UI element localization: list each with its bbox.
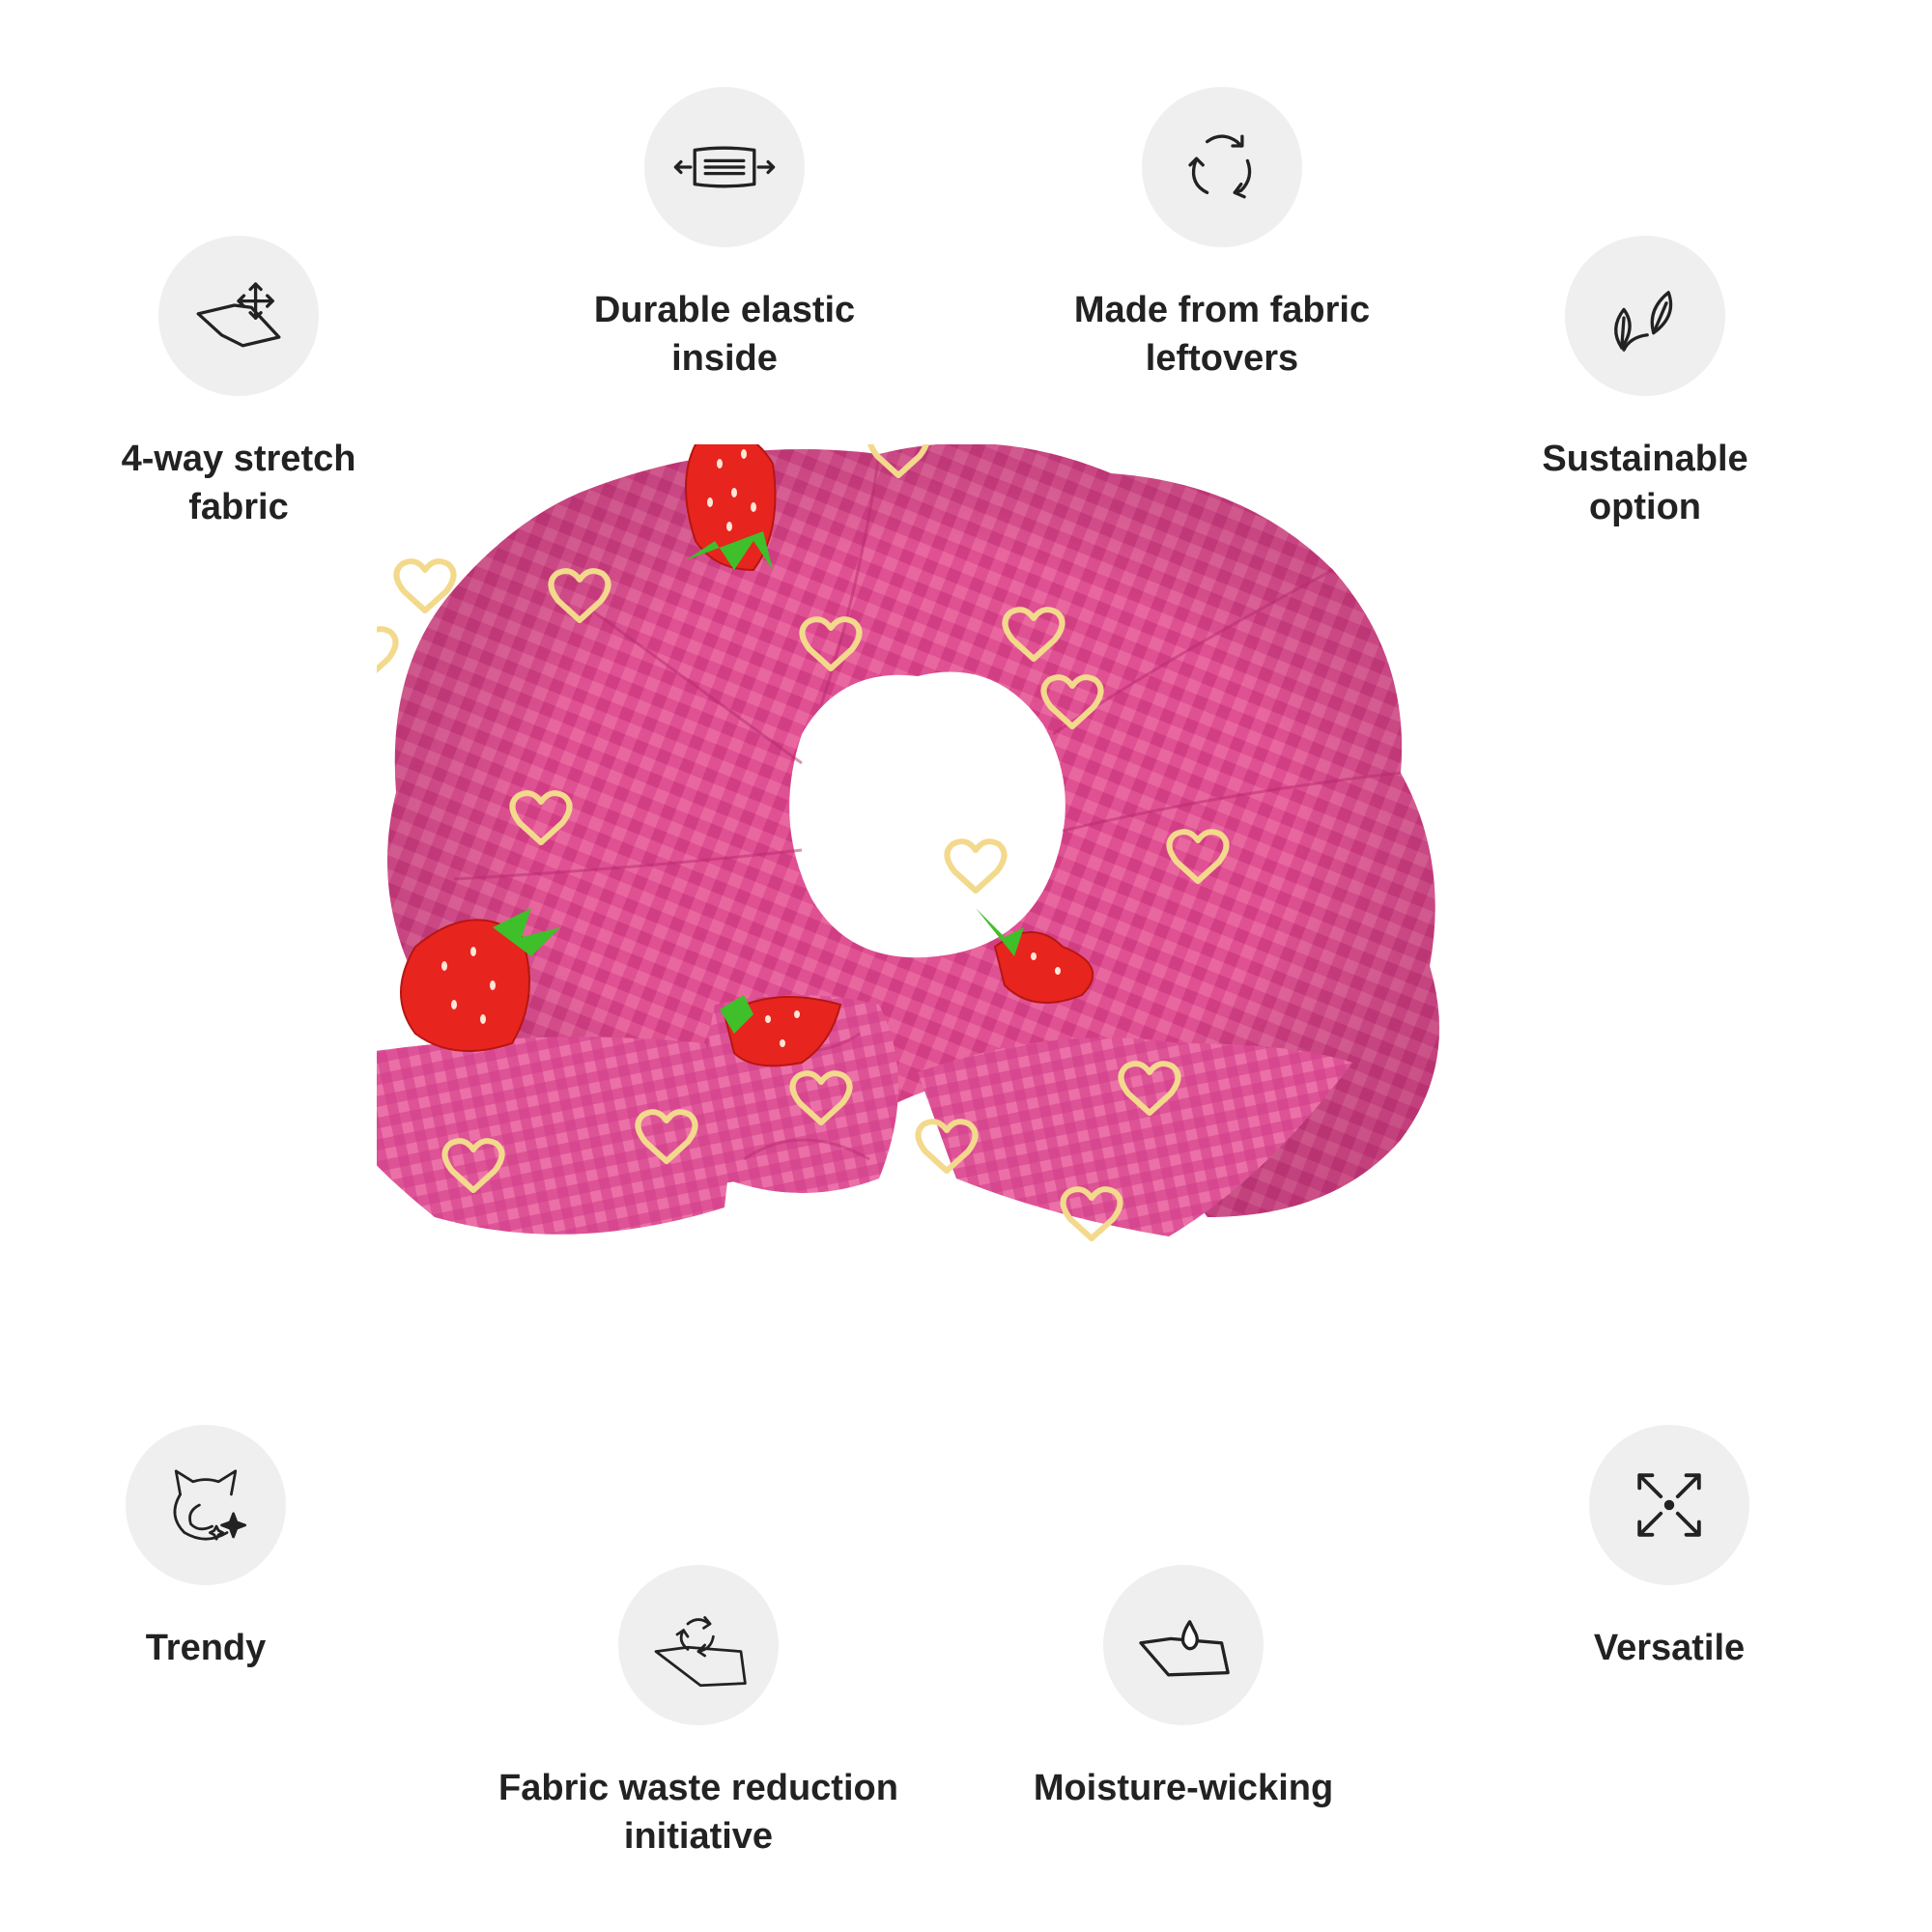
feature-trendy: Trendy xyxy=(109,1425,302,1672)
four-way-stretch-icon xyxy=(158,236,319,396)
leaves-icon xyxy=(1565,236,1725,396)
feature-versatile: Versatile xyxy=(1573,1425,1766,1672)
feature-label: Moisture-wicking xyxy=(1033,1768,1334,1808)
feature-label: Versatile xyxy=(1593,1628,1746,1668)
feature-label: Trendy xyxy=(145,1628,267,1668)
elastic-band-icon xyxy=(644,87,805,247)
scrunchie-product-image xyxy=(377,444,1440,1241)
cat-sparkle-icon xyxy=(126,1425,286,1585)
heart-print xyxy=(377,444,1230,1241)
recycle-arrows-icon xyxy=(1142,87,1302,247)
strawberry-print xyxy=(400,444,1094,1067)
fabric-recycle-icon xyxy=(618,1565,779,1725)
water-drop-icon xyxy=(1103,1565,1264,1725)
bow-right-tail xyxy=(918,1037,1352,1236)
feature-moisture-wicking: Moisture-wicking xyxy=(1000,1565,1367,1812)
expand-arrows-icon xyxy=(1589,1425,1749,1585)
bow-left-tail xyxy=(377,1037,734,1235)
